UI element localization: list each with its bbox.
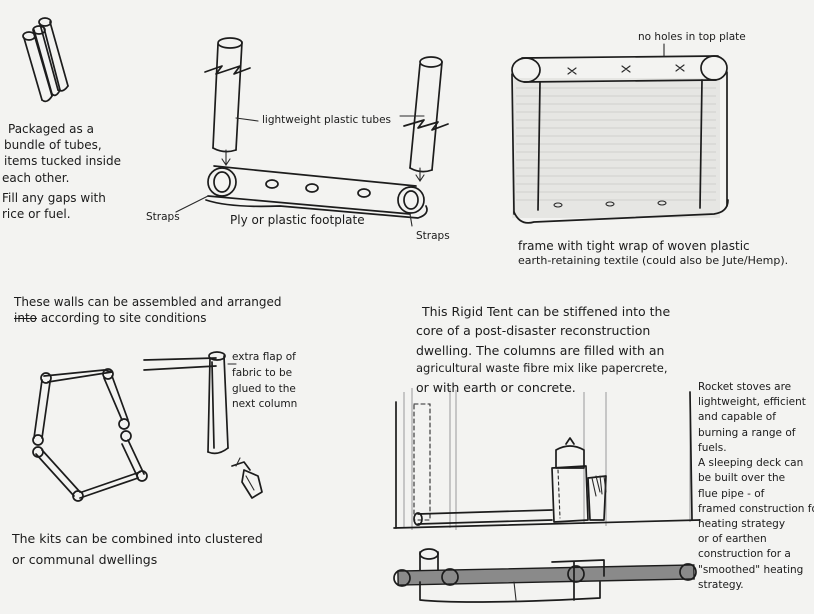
stove-line-11: or of earthen (698, 533, 767, 546)
stove-line-10: heating strategy (698, 517, 786, 530)
kits-line-1: The kits can be combined into clustered (12, 531, 263, 546)
rigid-tent-caption: This Rigid Tent can be stiffened into th… (416, 302, 670, 397)
tent-line-2: core of a post-disaster reconstruction (416, 323, 651, 339)
stove-line-3: and capable of (698, 411, 776, 424)
flap-line-1: extra flap of (232, 351, 296, 363)
stove-line-12: construction for a (698, 548, 791, 561)
walls-line-1: These walls can be assembled and arrange… (14, 295, 282, 309)
walls-line-2: into according to site conditions (14, 310, 282, 326)
bundle-line-4: each other. (2, 170, 70, 185)
stove-line-1: Rocket stoves are (698, 381, 792, 393)
kits-line-2: or communal dwellings (12, 552, 158, 568)
tubes-footplate-drawing (175, 37, 449, 227)
stove-line-7: be built over the (698, 472, 786, 485)
stove-line-14: strategy. (698, 578, 744, 591)
wall-arrangement-drawing (32, 351, 263, 502)
bundle-line-5: Fill any gaps with (2, 190, 106, 205)
label-no-holes: no holes in top plate (638, 31, 746, 43)
tent-line-3: dwelling. The columns are filled with an (416, 342, 665, 358)
stove-section-drawing (393, 388, 701, 603)
label-lightweight-tubes: lightweight plastic tubes (262, 114, 392, 126)
walls-caption: These walls can be assembled and arrange… (14, 294, 282, 326)
bundle-line-2: bundle of tubes, (4, 138, 102, 153)
stove-line-2: lightweight, efficient (698, 396, 806, 409)
flap-line-3: glued to the (232, 382, 296, 395)
walls-line-2-rest: according to site conditions (40, 311, 207, 326)
tube-bundle-drawing (22, 17, 69, 103)
label-straps-left: Straps (146, 211, 180, 223)
bundle-line-1: Packaged as a (8, 122, 94, 136)
stove-line-13: "smoothed" heating (698, 563, 804, 576)
rocket-stove-caption: Rocket stoves are lightweight, efficient… (698, 380, 814, 593)
stove-line-4: burning a range of (698, 426, 796, 439)
flap-line-4: next column (232, 398, 298, 411)
flap-caption: extra flap of fabric to be glued to the … (232, 350, 297, 413)
bundle-line-3: items tucked inside (4, 154, 121, 169)
kits-caption: The kits can be combined into clustered … (12, 528, 263, 571)
frame-line-1: frame with tight wrap of woven plastic (518, 239, 750, 253)
bundle-line-6: rice or fuel. (2, 206, 71, 221)
walls-struck-word: into (14, 311, 37, 326)
bundle-caption: Packaged as a bundle of tubes, items tuc… (2, 121, 121, 222)
stove-line-6: A sleeping deck can (698, 457, 804, 470)
woven-frame-drawing (511, 43, 729, 224)
flap-line-2: fabric to be (232, 366, 293, 379)
tent-line-1: This Rigid Tent can be stiffened into th… (422, 304, 671, 319)
stove-line-9a: framed construction for (698, 502, 814, 515)
frame-line-2: earth-retaining textile (could also be J… (518, 254, 789, 268)
tent-line-4: agricultural waste fibre mix like paperc… (416, 361, 668, 376)
tent-line-5: or with earth or concrete. (416, 379, 576, 395)
stove-line-5: fuels. (698, 441, 727, 454)
stove-line-9: framed construction for an responsive (698, 502, 814, 517)
label-footplate: Ply or plastic footplate (230, 213, 365, 227)
frame-caption: frame with tight wrap of woven plastic e… (518, 238, 788, 269)
stove-line-8: flue pipe - of (698, 487, 765, 500)
label-straps-right: Straps (416, 230, 450, 242)
